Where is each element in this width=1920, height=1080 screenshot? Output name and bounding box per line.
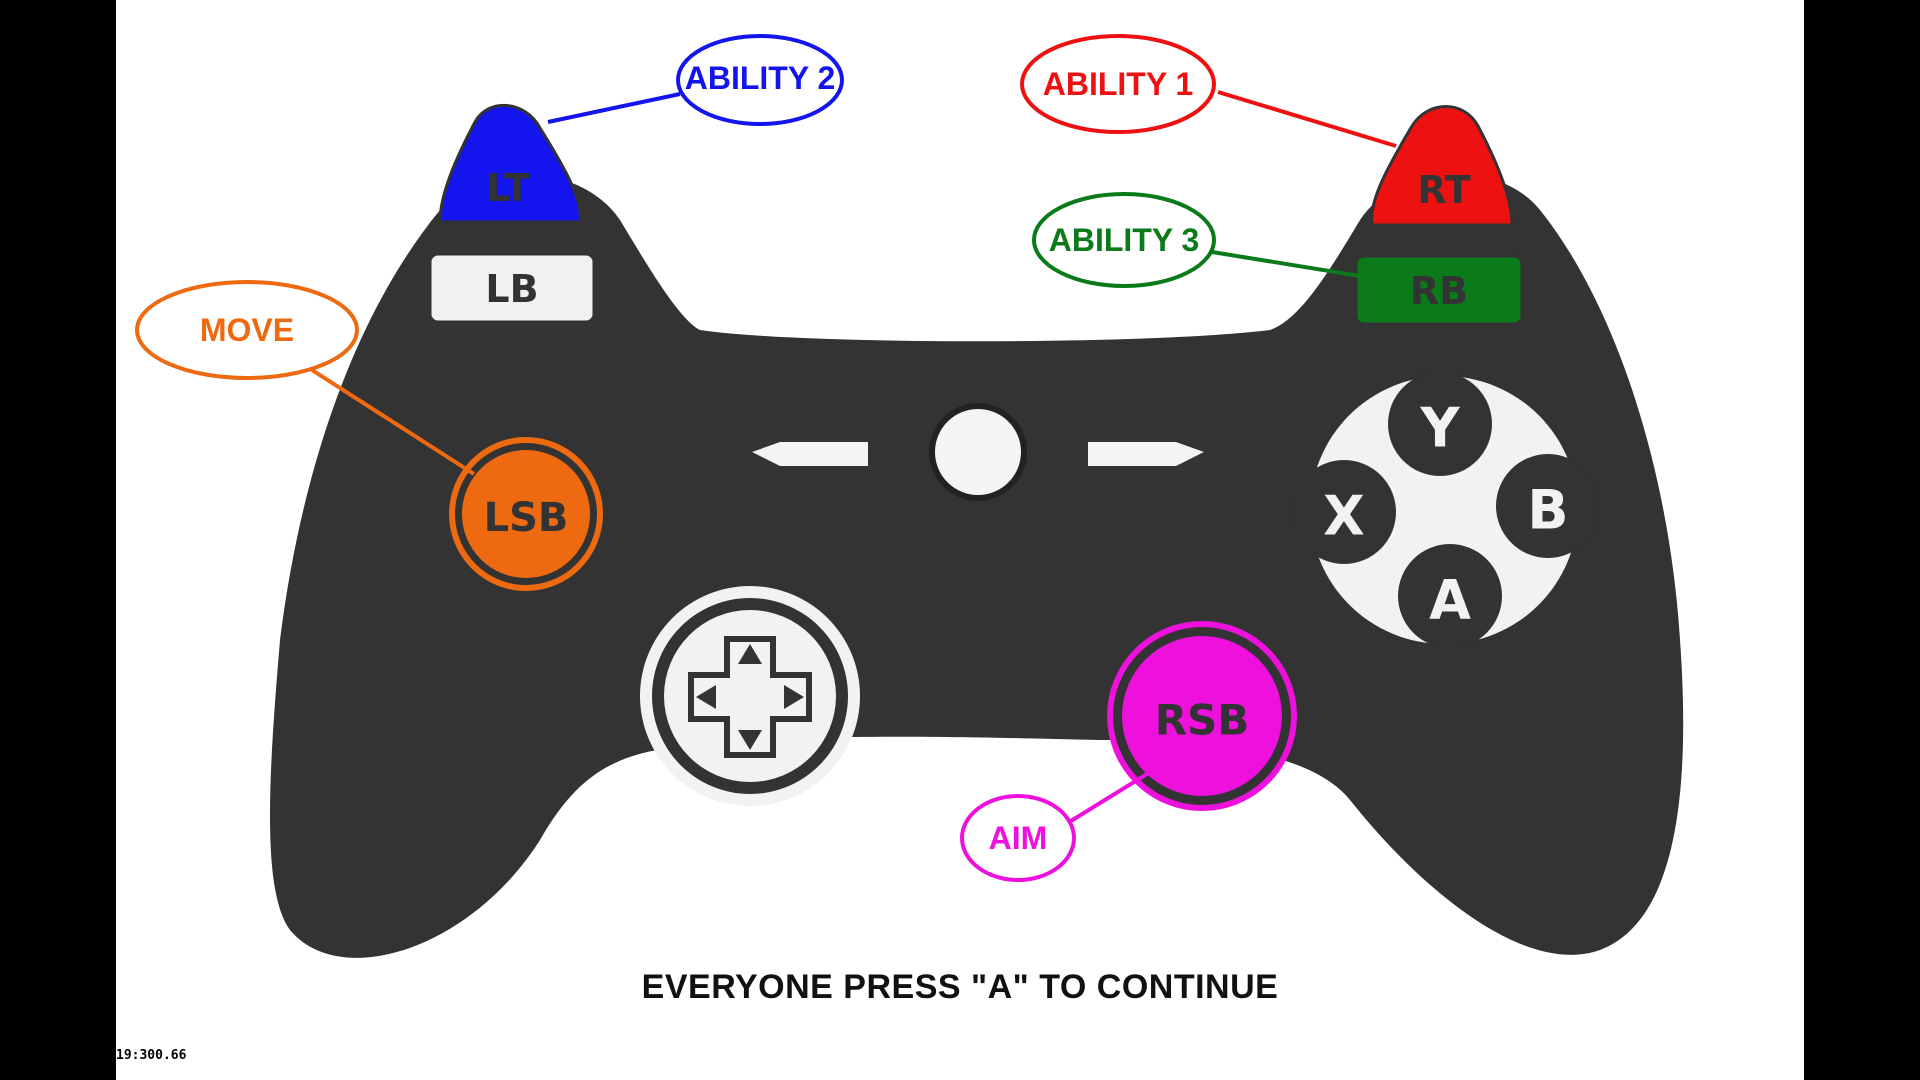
y-label: Y <box>1419 397 1460 460</box>
lt-button[interactable] <box>438 104 582 224</box>
timer-readout: 19:300.66 <box>116 1048 187 1063</box>
ability2-leader <box>547 92 681 124</box>
ability2-callout <box>676 34 844 126</box>
a-label: A <box>1429 569 1471 632</box>
view-button[interactable] <box>752 442 868 466</box>
dpad-arrows-icon[interactable] <box>640 586 860 806</box>
move-callout-label: MOVE <box>200 312 294 348</box>
b-button[interactable] <box>1496 454 1600 558</box>
ability1-callout <box>1020 34 1216 134</box>
rt-label: RT <box>1417 168 1471 212</box>
aim-callout <box>960 794 1076 882</box>
move-callout <box>135 280 359 380</box>
rb-button[interactable] <box>1354 254 1524 326</box>
lt-label: LT <box>486 166 530 210</box>
rb-label: RB <box>1410 269 1468 313</box>
ability3-callout-label: ABILITY 3 <box>1049 222 1200 258</box>
lsb-button[interactable] <box>462 450 590 578</box>
aim-leader <box>1064 764 1162 826</box>
guide-button[interactable] <box>929 403 1027 501</box>
controller-body <box>270 173 1684 958</box>
menu-button[interactable] <box>1088 442 1204 466</box>
rsb-label: RSB <box>1155 696 1250 745</box>
lb-button[interactable] <box>428 252 596 324</box>
b-label: B <box>1527 479 1568 542</box>
ability2-callout-label: ABILITY 2 <box>685 60 836 96</box>
rt-button[interactable] <box>1370 105 1514 227</box>
continue-prompt: EVERYONE PRESS "A" TO CONTINUE <box>641 968 1279 1006</box>
ability3-callout <box>1032 192 1216 288</box>
x-button[interactable] <box>1292 460 1396 564</box>
rsb-button[interactable] <box>1122 636 1282 796</box>
move-leader <box>310 368 476 476</box>
ability1-leader <box>1217 90 1397 148</box>
x-label: X <box>1323 485 1365 548</box>
ability3-leader <box>1211 250 1361 278</box>
aim-callout-label: AIM <box>989 820 1048 856</box>
a-button[interactable] <box>1398 544 1502 648</box>
lb-label: LB <box>485 267 538 311</box>
ability1-callout-label: ABILITY 1 <box>1043 66 1194 102</box>
face-buttons-pad <box>1310 376 1578 644</box>
lsb-label: LSB <box>484 495 569 541</box>
y-button[interactable] <box>1388 372 1492 476</box>
